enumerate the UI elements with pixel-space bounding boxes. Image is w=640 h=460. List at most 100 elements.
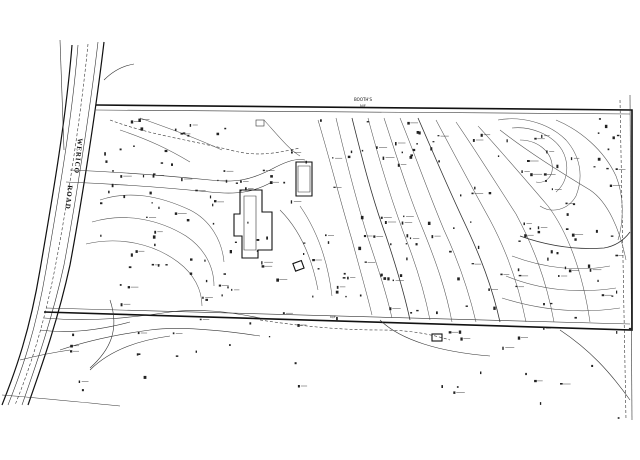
tree-symbol-icon [376, 146, 378, 149]
tree-symbol-icon [529, 227, 532, 230]
tree-symbol-icon [380, 273, 383, 277]
tree-symbol-icon [261, 261, 263, 265]
tree-symbol-icon [181, 178, 183, 182]
tree-symbol-icon [436, 311, 438, 315]
tree-symbol-icon [395, 142, 397, 146]
tree-symbol-icon [186, 219, 190, 222]
tree-symbol-icon [617, 417, 620, 419]
tree-symbol-icon [72, 333, 75, 337]
tree-symbol-icon [457, 277, 460, 281]
tree-symbol-icon [100, 202, 103, 205]
tree-symbol-icon [108, 190, 110, 194]
tree-symbol-icon [212, 203, 214, 207]
tree-symbol-icon [397, 163, 400, 167]
tree-symbol-icon [231, 288, 233, 291]
tree-symbol-icon [597, 157, 601, 161]
property-boundary: BOOTH'S N/F N/F [43, 94, 633, 421]
tree-symbol-icon [202, 296, 204, 299]
tree-symbol-icon [358, 246, 362, 251]
tree-symbol-icon [343, 272, 346, 275]
tree-symbol-icon [415, 243, 418, 246]
tree-symbol-icon [229, 250, 232, 254]
tree-symbol-icon [189, 272, 193, 275]
tree-symbol-icon [119, 148, 122, 151]
tree-symbol-icon [268, 336, 271, 338]
tree-symbol-icon [165, 264, 168, 266]
tree-symbol-icon [406, 257, 408, 261]
tree-symbol-icon [550, 302, 553, 305]
tree-symbol-icon [227, 286, 229, 289]
tree-symbol-icon [291, 149, 293, 151]
tree-and-spot-marks [70, 118, 632, 419]
tree-symbol-icon [416, 143, 418, 145]
tree-symbol-icon [157, 264, 160, 267]
tree-symbol-icon [312, 295, 314, 298]
tree-symbol-icon [143, 375, 147, 379]
tree-symbol-icon [550, 250, 553, 254]
tree-symbol-icon [152, 235, 156, 239]
tree-symbol-icon [214, 200, 217, 203]
tree-symbol-icon [209, 195, 212, 199]
tree-symbol-icon [441, 385, 443, 388]
tree-symbol-icon [154, 230, 157, 234]
tree-symbol-icon [152, 174, 155, 178]
tree-symbol-icon [138, 118, 141, 122]
tree-symbol-icon [297, 385, 300, 388]
tree-symbol-icon [204, 259, 206, 262]
tree-symbol-icon [120, 303, 123, 307]
tree-symbol-icon [551, 188, 553, 191]
tree-symbol-icon [480, 133, 483, 137]
tree-symbol-icon [615, 168, 618, 170]
tree-symbol-icon [410, 154, 413, 157]
tree-symbol-icon [142, 174, 145, 178]
tree-symbol-icon [345, 295, 347, 298]
tree-symbol-icon [383, 277, 387, 280]
tree-symbol-icon [448, 331, 452, 334]
tree-symbol-icon [412, 148, 416, 152]
tree-symbol-icon [460, 194, 462, 197]
tree-symbol-icon [534, 137, 537, 140]
tree-symbol-icon [221, 294, 223, 297]
tree-symbol-icon [336, 285, 339, 289]
south-line-label: N/F [330, 315, 336, 319]
tree-symbol-icon [518, 274, 522, 277]
tree-symbol-icon [568, 269, 572, 273]
tree-symbol-icon [327, 241, 330, 244]
tree-symbol-icon [521, 170, 523, 173]
tree-symbol-icon [172, 332, 175, 335]
tree-symbol-icon [336, 317, 338, 321]
tree-symbol-icon [190, 258, 193, 261]
shed [255, 119, 443, 342]
tree-symbol-icon [380, 216, 383, 219]
tree-symbol-icon [560, 383, 563, 385]
tree-symbol-icon [382, 156, 385, 160]
tree-symbol-icon [611, 295, 614, 297]
tree-symbol-icon [517, 336, 521, 340]
tree-symbol-icon [335, 290, 339, 294]
tree-symbol-icon [524, 234, 527, 238]
tree-symbol-icon [187, 134, 190, 137]
tree-symbol-icon [604, 124, 608, 129]
tree-symbol-icon [547, 257, 549, 261]
tree-symbol-icon [616, 290, 618, 294]
contour-lines [317, 117, 631, 323]
tree-symbol-icon [240, 180, 242, 183]
tree-symbol-icon [350, 150, 353, 154]
tree-symbol-icon [565, 228, 569, 230]
tree-symbol-icon [282, 312, 285, 315]
tree-symbol-icon [174, 128, 177, 131]
tree-symbol-icon [384, 221, 387, 224]
tree-symbol-icon [427, 221, 431, 225]
road-name-2: ROAD [63, 185, 74, 210]
tree-symbol-icon [151, 263, 154, 266]
tree-symbol-icon [347, 276, 349, 280]
tree-symbol-icon [593, 166, 596, 168]
tree-symbol-icon [570, 157, 573, 161]
tree-symbol-icon [205, 298, 208, 301]
tree-symbol-icon [342, 277, 346, 279]
tree-symbol-icon [488, 192, 492, 195]
tree-symbol-icon [518, 240, 521, 242]
tree-symbol-icon [488, 288, 490, 291]
tree-symbol-icon [401, 151, 403, 154]
tree-symbol-icon [615, 254, 619, 257]
